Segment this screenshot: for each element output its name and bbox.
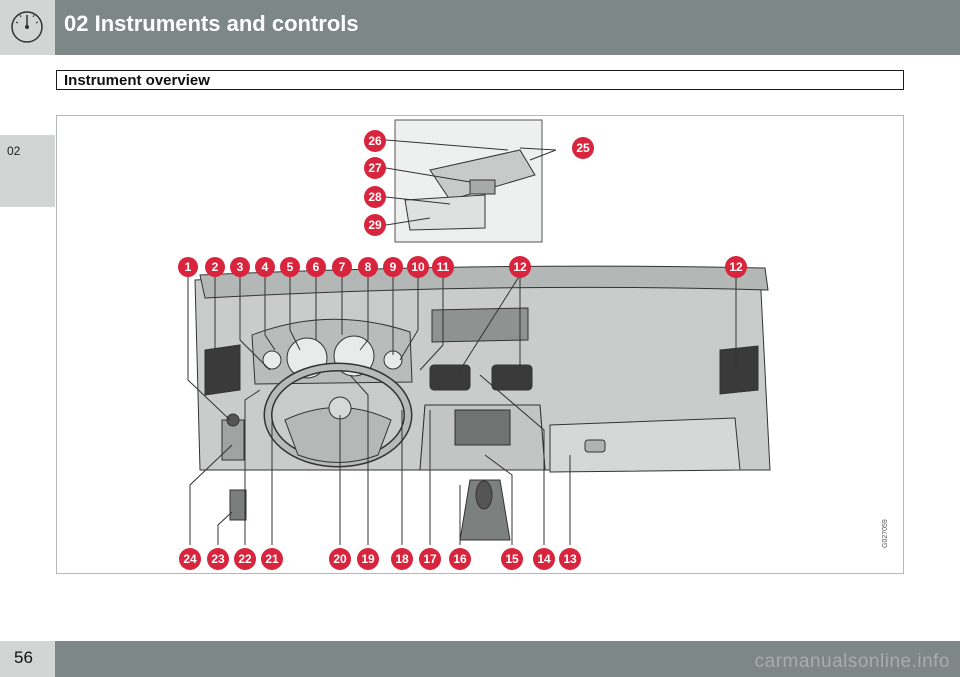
callout-17: 17 bbox=[419, 548, 441, 570]
callout-12-center-label: 12 bbox=[513, 260, 527, 274]
page-number: 56 bbox=[14, 648, 33, 667]
section-heading-box: Instrument overview bbox=[56, 70, 904, 90]
callout-22-label: 22 bbox=[238, 552, 252, 566]
callout-29: 29 bbox=[364, 214, 386, 236]
callout-12-right: 12 bbox=[725, 256, 747, 278]
callout-23: 23 bbox=[207, 548, 229, 570]
callout-4-label: 4 bbox=[262, 260, 269, 274]
callout-3-label: 3 bbox=[237, 260, 244, 274]
callout-28: 28 bbox=[364, 186, 386, 208]
chapter-tab-label: 02 bbox=[7, 144, 21, 158]
callout-27-label: 27 bbox=[368, 161, 382, 175]
callout-25-label: 25 bbox=[576, 141, 590, 155]
callout-1-label: 1 bbox=[185, 260, 192, 274]
callout-24-label: 24 bbox=[183, 552, 197, 566]
callout-15-label: 15 bbox=[505, 552, 519, 566]
callouts-layer: 1 2 3 4 5 6 7 8 9 10 11 12 12 13 14 15 1… bbox=[178, 130, 747, 570]
callout-18: 18 bbox=[391, 548, 413, 570]
callout-11-label: 11 bbox=[437, 260, 450, 274]
callout-5: 5 bbox=[280, 257, 300, 277]
callout-8-label: 8 bbox=[365, 260, 372, 274]
callout-6-label: 6 bbox=[313, 260, 320, 274]
callout-12-center: 12 bbox=[509, 256, 531, 278]
callout-24: 24 bbox=[179, 548, 201, 570]
callout-14-label: 14 bbox=[537, 552, 551, 566]
callout-9-label: 9 bbox=[390, 260, 397, 274]
callout-5-label: 5 bbox=[287, 260, 294, 274]
callout-19: 19 bbox=[357, 548, 379, 570]
callout-10: 10 bbox=[407, 256, 429, 278]
callout-20: 20 bbox=[329, 548, 351, 570]
callout-21-label: 21 bbox=[265, 552, 279, 566]
callout-23-label: 23 bbox=[211, 552, 225, 566]
callout-3: 3 bbox=[230, 257, 250, 277]
dashboard-illustration bbox=[187, 119, 771, 545]
callout-22: 22 bbox=[234, 548, 256, 570]
header-icon-box bbox=[0, 0, 55, 55]
mirror-inset bbox=[394, 119, 543, 243]
chapter-title: 02 Instruments and controls bbox=[64, 11, 359, 36]
callout-2: 2 bbox=[205, 257, 225, 277]
watermark: carmanualsonline.info bbox=[754, 651, 950, 672]
callout-4: 4 bbox=[255, 257, 275, 277]
callout-10-label: 10 bbox=[411, 260, 425, 274]
callout-16: 16 bbox=[449, 548, 471, 570]
callout-18-label: 18 bbox=[395, 552, 409, 566]
callout-1: 1 bbox=[178, 257, 198, 277]
callout-29-label: 29 bbox=[368, 218, 382, 232]
callout-9: 9 bbox=[383, 257, 403, 277]
page-number-box: 56 bbox=[0, 641, 55, 677]
callout-25: 25 bbox=[572, 137, 594, 159]
callout-2-label: 2 bbox=[212, 260, 219, 274]
footer-bar: carmanualsonline.info bbox=[0, 641, 960, 677]
callout-13: 13 bbox=[559, 548, 581, 570]
callout-27: 27 bbox=[364, 157, 386, 179]
callout-7: 7 bbox=[332, 257, 352, 277]
callout-26: 26 bbox=[364, 130, 386, 152]
section-title: Instrument overview bbox=[64, 72, 210, 89]
callout-6: 6 bbox=[306, 257, 326, 277]
figure-frame: 1 2 3 4 5 6 7 8 9 10 11 12 12 13 14 15 1… bbox=[56, 115, 904, 574]
callout-28-label: 28 bbox=[368, 190, 382, 204]
dashboard-drawing bbox=[194, 265, 771, 541]
callout-8: 8 bbox=[358, 257, 378, 277]
callout-19-label: 19 bbox=[361, 552, 375, 566]
gauge-icon bbox=[11, 11, 43, 43]
callout-21: 21 bbox=[261, 548, 283, 570]
callout-16-label: 16 bbox=[453, 552, 467, 566]
callout-13-label: 13 bbox=[563, 552, 577, 566]
chapter-tab: 02 bbox=[0, 135, 55, 207]
callout-26-label: 26 bbox=[368, 134, 382, 148]
callout-15: 15 bbox=[501, 548, 523, 570]
callout-17-label: 17 bbox=[423, 552, 437, 566]
header-bar bbox=[0, 0, 960, 55]
callout-20-label: 20 bbox=[333, 552, 347, 566]
callout-12-right-label: 12 bbox=[729, 260, 743, 274]
callout-14: 14 bbox=[533, 548, 555, 570]
callout-11: 11 bbox=[432, 256, 454, 278]
figure-code: G027059 bbox=[882, 519, 889, 548]
callout-7-label: 7 bbox=[339, 260, 346, 274]
callout-leaders bbox=[187, 139, 737, 545]
